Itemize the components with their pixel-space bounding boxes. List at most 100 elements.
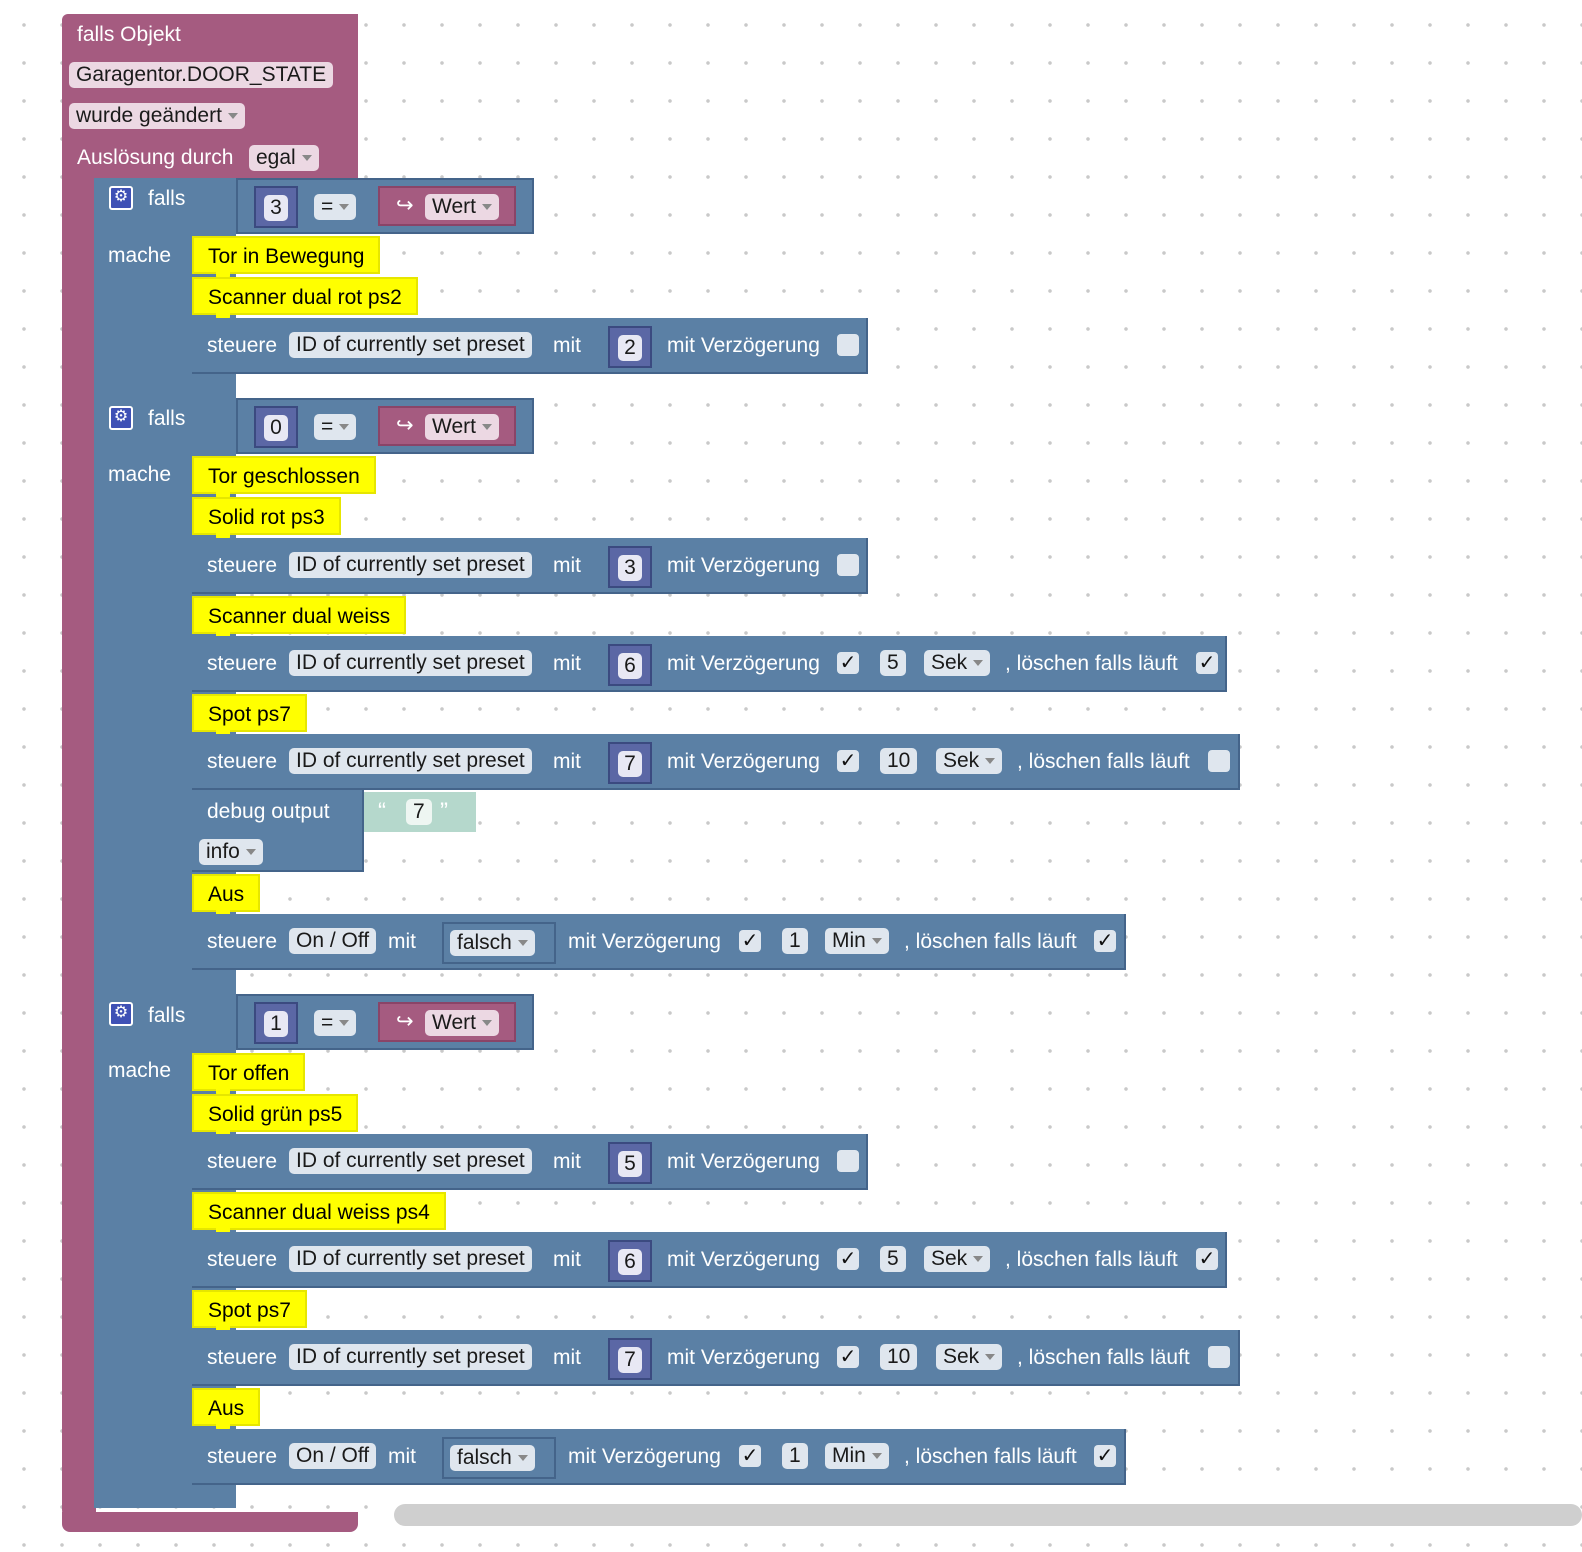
number-block[interactable]: 3 bbox=[608, 546, 652, 588]
number-block[interactable]: 5 bbox=[608, 1142, 652, 1184]
state-field[interactable]: ID of currently set preset bbox=[289, 650, 532, 676]
operator-dropdown[interactable]: = bbox=[314, 1010, 357, 1036]
unit-dropdown[interactable]: Sek bbox=[936, 748, 1003, 774]
mit-label: mit bbox=[388, 930, 416, 953]
steuere-label: steuere bbox=[207, 930, 278, 953]
log-level-dropdown[interactable]: info bbox=[199, 839, 263, 865]
state-field[interactable]: ID of currently set preset bbox=[289, 552, 532, 578]
clear-running-checkbox[interactable]: ✓ bbox=[1094, 930, 1116, 952]
state-field[interactable]: ID of currently set preset bbox=[289, 1246, 532, 1272]
unit-dropdown[interactable]: Min bbox=[825, 1443, 889, 1469]
boolean-dropdown[interactable]: falsch bbox=[450, 1445, 535, 1471]
comment-block[interactable]: Solid rot ps3 bbox=[192, 497, 341, 541]
clear-running-checkbox[interactable]: ✓ bbox=[1196, 652, 1218, 674]
number-block[interactable]: 0 bbox=[254, 406, 298, 448]
clear-running-checkbox[interactable]: ✓ bbox=[1094, 1445, 1116, 1467]
delay-value[interactable]: 10 bbox=[880, 748, 918, 774]
state-field[interactable]: ID of currently set preset bbox=[289, 332, 532, 358]
operator-dropdown[interactable]: = bbox=[314, 414, 357, 440]
number-block[interactable]: 3 bbox=[254, 186, 298, 228]
comment-block[interactable]: Aus bbox=[192, 1388, 261, 1432]
comment-block[interactable]: Tor geschlossen bbox=[192, 456, 376, 500]
delay-label: mit Verzögerung bbox=[667, 652, 820, 675]
state-field[interactable]: ID of currently set preset bbox=[289, 748, 532, 774]
delay-checkbox[interactable]: ✓ bbox=[837, 750, 859, 772]
number-value[interactable]: 2 bbox=[618, 335, 642, 361]
delay-value[interactable]: 10 bbox=[880, 1344, 918, 1370]
unit-dropdown[interactable]: Sek bbox=[924, 650, 991, 676]
control-block[interactable] bbox=[192, 636, 1227, 692]
operator-dropdown[interactable]: = bbox=[314, 194, 357, 220]
number-value[interactable]: 6 bbox=[618, 1249, 642, 1275]
state-field[interactable]: On / Off bbox=[289, 1443, 377, 1469]
number-block[interactable]: 6 bbox=[608, 1240, 652, 1282]
clear-running-checkbox[interactable] bbox=[1208, 1346, 1230, 1368]
delay-value[interactable]: 5 bbox=[880, 1246, 906, 1272]
object-id-field[interactable]: Garagentor.DOOR_STATE bbox=[69, 62, 334, 88]
string-block[interactable]: “ 7 ” bbox=[364, 792, 476, 832]
gear-icon[interactable]: ⚙ bbox=[109, 406, 133, 430]
number-value[interactable]: 7 bbox=[618, 1347, 642, 1373]
delay-checkbox[interactable] bbox=[837, 554, 859, 576]
unit-dropdown[interactable]: Sek bbox=[924, 1246, 991, 1272]
number-value[interactable]: 5 bbox=[618, 1151, 642, 1177]
clear-running-label: , löschen falls läuft bbox=[1005, 652, 1178, 675]
number-block[interactable]: 7 bbox=[608, 742, 652, 784]
mit-label: mit bbox=[553, 1346, 581, 1369]
delay-value[interactable]: 5 bbox=[880, 650, 906, 676]
number-block[interactable]: 7 bbox=[608, 1338, 652, 1380]
trigger-by-dropdown[interactable]: egal bbox=[249, 145, 319, 171]
delay-value[interactable]: 1 bbox=[782, 1443, 808, 1469]
comment-block[interactable]: Scanner dual weiss ps4 bbox=[192, 1192, 446, 1236]
gear-icon[interactable]: ⚙ bbox=[109, 1002, 133, 1026]
comment-block[interactable]: Scanner dual weiss bbox=[192, 596, 407, 640]
return-arrow-icon: ↪ bbox=[396, 194, 414, 217]
number-value[interactable]: 7 bbox=[618, 751, 642, 777]
delay-checkbox[interactable] bbox=[837, 334, 859, 356]
string-value[interactable]: 7 bbox=[406, 799, 432, 825]
number-block[interactable]: 2 bbox=[608, 326, 652, 368]
clear-running-checkbox[interactable]: ✓ bbox=[1196, 1248, 1218, 1270]
number-value[interactable]: 6 bbox=[618, 653, 642, 679]
clear-running-checkbox[interactable] bbox=[1208, 750, 1230, 772]
comment-block[interactable]: Spot ps7 bbox=[192, 1290, 307, 1334]
comment-block[interactable]: Tor offen bbox=[192, 1053, 306, 1097]
delay-checkbox[interactable]: ✓ bbox=[739, 1445, 761, 1467]
unit-dropdown[interactable]: Sek bbox=[936, 1344, 1003, 1370]
delay-value[interactable]: 1 bbox=[782, 928, 808, 954]
delay-checkbox[interactable]: ✓ bbox=[739, 930, 761, 952]
unit-value: Sek bbox=[943, 749, 980, 772]
number-block[interactable]: 6 bbox=[608, 644, 652, 686]
boolean-value: falsch bbox=[457, 1446, 512, 1469]
number-value[interactable]: 3 bbox=[618, 555, 642, 581]
trigger-by-label: Auslösung durch bbox=[77, 146, 234, 169]
variable-dropdown[interactable]: Wert bbox=[425, 1010, 499, 1036]
delay-checkbox[interactable]: ✓ bbox=[837, 1346, 859, 1368]
variable-dropdown[interactable]: Wert bbox=[425, 194, 499, 220]
comment-block[interactable]: Solid grün ps5 bbox=[192, 1094, 359, 1138]
number-value[interactable]: 3 bbox=[264, 195, 288, 221]
state-field[interactable]: On / Off bbox=[289, 928, 377, 954]
comment-block[interactable]: Tor in Bewegung bbox=[192, 236, 381, 280]
condition-dropdown[interactable]: wurde geändert bbox=[69, 103, 245, 129]
unit-dropdown[interactable]: Min bbox=[825, 928, 889, 954]
comment-block[interactable]: Aus bbox=[192, 874, 261, 918]
steuere-label: steuere bbox=[207, 334, 278, 357]
variable-dropdown[interactable]: Wert bbox=[425, 414, 499, 440]
delay-label: mit Verzögerung bbox=[667, 1248, 820, 1271]
delay-checkbox[interactable]: ✓ bbox=[837, 652, 859, 674]
boolean-dropdown[interactable]: falsch bbox=[450, 930, 535, 956]
mit-label: mit bbox=[553, 1248, 581, 1271]
delay-checkbox[interactable] bbox=[837, 1150, 859, 1172]
comment-block[interactable]: Scanner dual rot ps2 bbox=[192, 277, 418, 321]
number-block[interactable]: 1 bbox=[254, 1002, 298, 1044]
state-field[interactable]: ID of currently set preset bbox=[289, 1344, 532, 1370]
horizontal-scrollbar[interactable] bbox=[394, 1504, 1582, 1526]
delay-checkbox[interactable]: ✓ bbox=[837, 1248, 859, 1270]
gear-icon[interactable]: ⚙ bbox=[109, 186, 133, 210]
number-value[interactable]: 1 bbox=[264, 1011, 288, 1037]
variable-value: Wert bbox=[432, 1011, 476, 1034]
comment-block[interactable]: Spot ps7 bbox=[192, 694, 307, 738]
state-field[interactable]: ID of currently set preset bbox=[289, 1148, 532, 1174]
number-value[interactable]: 0 bbox=[264, 415, 288, 441]
